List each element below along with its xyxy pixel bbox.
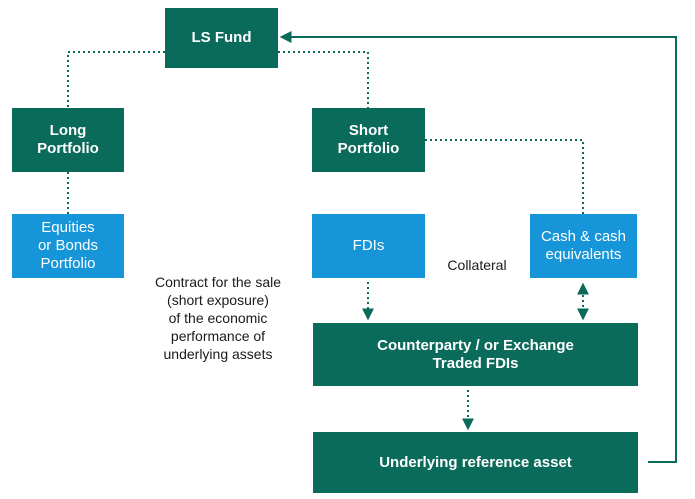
fdis-label: FDIs xyxy=(352,237,385,254)
contract-line2: (short exposure) xyxy=(167,291,269,308)
equities-line3: Portfolio xyxy=(40,255,96,272)
equities-bonds-box: Equities or Bonds Portfolio xyxy=(12,214,124,278)
underlying-asset-box: Underlying reference asset xyxy=(313,432,638,493)
cash-equivalents-box: Cash & cash equivalents xyxy=(530,214,637,278)
long-portfolio-line1: Long xyxy=(49,122,87,139)
short-portfolio-line2: Portfolio xyxy=(337,140,400,157)
contract-line4: performance of xyxy=(170,327,266,344)
contract-line3: of the economic xyxy=(168,309,268,326)
contract-label: Contract for the sale (short exposure) o… xyxy=(128,274,308,364)
arrow-underlying-to-fund xyxy=(279,31,677,463)
long-portfolio-line2: Portfolio xyxy=(37,140,99,157)
contract-line1: Contract for the sale xyxy=(154,274,282,290)
counterparty-line1: Counterparty / or Exchange xyxy=(377,336,574,354)
cash-line2: equivalents xyxy=(545,246,622,263)
short-portfolio-box: Short Portfolio xyxy=(312,108,425,172)
connector-short-cash xyxy=(425,139,584,214)
equities-line1: Equities xyxy=(41,219,95,236)
cash-line1: Cash & cash xyxy=(540,228,627,245)
counterparty-box: Counterparty / or Exchange Traded FDIs xyxy=(313,323,638,386)
equities-line2: or Bonds xyxy=(37,237,99,254)
ls-fund-label: LS Fund xyxy=(191,29,252,46)
fdis-box: FDIs xyxy=(312,214,425,278)
ls-fund-box: LS Fund xyxy=(165,8,278,68)
underlying-asset-label: Underlying reference asset xyxy=(379,453,572,471)
long-portfolio-box: Long Portfolio xyxy=(12,108,124,172)
connector-fund-long xyxy=(67,51,165,108)
short-portfolio-line1: Short xyxy=(348,122,389,139)
contract-line5: underlying assets xyxy=(163,345,273,362)
collateral-label: Collateral xyxy=(447,257,507,273)
connector-fund-short xyxy=(278,51,369,108)
counterparty-line2: Traded FDIs xyxy=(432,354,519,372)
